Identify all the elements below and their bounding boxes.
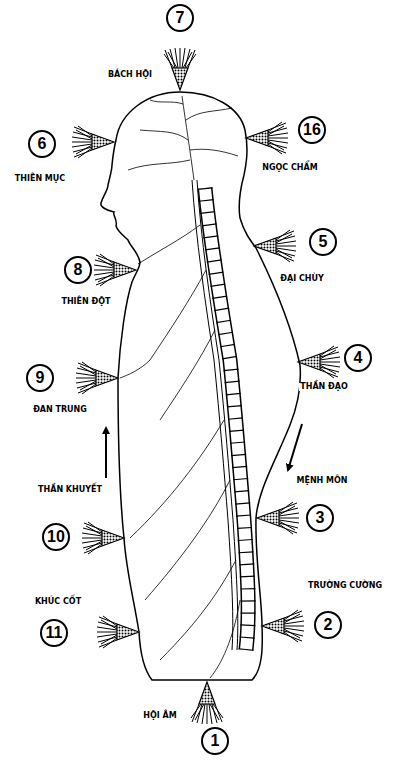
point-name: THIÊN ĐỘT [60,298,111,307]
callout-number: 7 [176,10,185,26]
point-name: ĐẠI CHÙY [279,275,325,284]
callout-circle: 7 [166,4,194,32]
point-name: TRƯỜNG CƯỜNG [307,582,383,591]
callout-circle: 5 [309,228,337,256]
callout-number: 4 [354,350,363,366]
callout-number: 11 [46,625,63,641]
flow-arrow [288,424,302,470]
callout-number: 3 [316,510,325,526]
spine [205,188,248,650]
callout-number: 8 [74,262,83,278]
point-name: BÁCH HỘI [107,71,153,80]
callout-circle: 3 [306,504,334,532]
point-name: THẦN KHUYẾT [37,486,103,495]
point-name: KHÚC CỐT [34,598,82,607]
callout-number: 9 [36,370,45,386]
spine [205,188,248,650]
callout-circle: 4 [344,344,372,372]
callout-circle: 8 [64,256,92,284]
body-outline [101,92,301,680]
callout-circle: 10 [42,523,70,551]
point-name: HỘI ÂM [142,712,177,721]
callout-circle: 9 [26,364,54,392]
callout-circle: 16 [298,116,326,144]
flow-arrow [105,428,107,478]
point-name: MỆNH MÔN [295,477,348,486]
nerve-lines [120,96,240,678]
callout-number: 6 [38,136,47,152]
spine [205,188,248,650]
callout-circle: 6 [28,130,56,158]
point-name: NGỌC CHẨM [261,164,318,173]
point-name: THẦN ĐẠO [299,383,349,392]
callout-number: 5 [319,234,328,250]
callout-circle: 11 [40,619,68,647]
point-name: ĐAN TRUNG [32,406,88,415]
callout-circle: 1 [201,727,229,755]
callout-number: 2 [324,617,333,633]
callout-number: 16 [303,122,321,138]
callout-circle: 2 [314,611,342,639]
callout-number: 10 [47,529,65,545]
callout-number: 1 [211,733,220,749]
point-name: THIÊN MỤC [14,175,66,184]
